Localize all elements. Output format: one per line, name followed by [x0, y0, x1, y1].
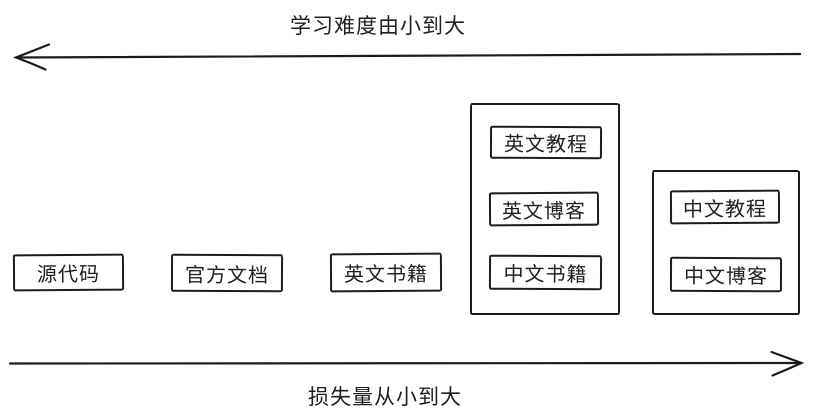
- group-chinese-resources: 中文教程 中文博客: [652, 170, 800, 315]
- box-chinese-tutorials: 中文教程: [669, 189, 781, 225]
- box-chinese-blogs: 中文博客: [669, 256, 783, 293]
- box-english-blogs: 英文博客: [488, 191, 600, 227]
- difficulty-arrow-left: [12, 43, 802, 71]
- box-chinese-blogs-label: 中文博客: [683, 265, 769, 289]
- box-english-tutorials-label: 英文教程: [503, 133, 589, 157]
- top-axis-label: 学习难度由小到大: [290, 15, 466, 38]
- box-chinese-tutorials-label: 中文教程: [682, 198, 768, 221]
- box-source-code-label: 源代码: [36, 263, 101, 287]
- box-english-books: 英文书籍: [329, 252, 443, 293]
- loss-arrow-right: [8, 350, 805, 377]
- box-english-tutorials: 英文教程: [489, 125, 603, 160]
- box-chinese-books-label: 中文书籍: [503, 263, 588, 287]
- box-english-books-label: 英文书籍: [343, 263, 429, 287]
- box-official-docs-label: 官方文档: [184, 264, 270, 287]
- group-english-resources: 英文教程 英文博客 中文书籍: [470, 103, 620, 315]
- box-source-code: 源代码: [12, 253, 125, 292]
- box-english-blogs-label: 英文博客: [501, 200, 587, 223]
- box-official-docs: 官方文档: [170, 253, 284, 293]
- bottom-axis-label: 损失量从小到大: [308, 386, 462, 409]
- box-chinese-books: 中文书籍: [488, 254, 603, 291]
